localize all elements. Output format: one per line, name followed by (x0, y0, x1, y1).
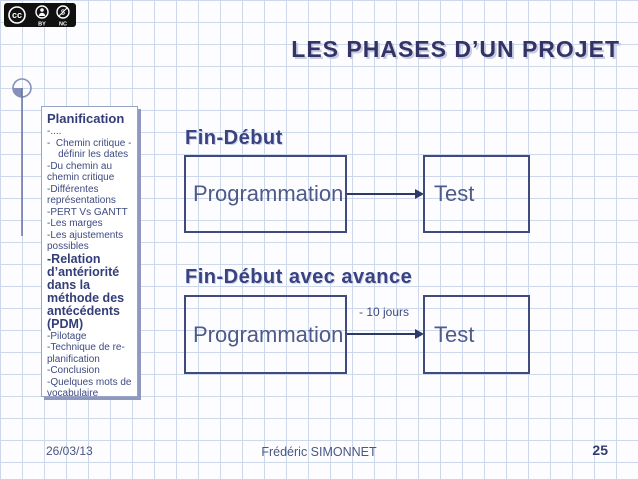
diagram-heading-fin-debut-avec-avance: Fin-Début avec avance (185, 266, 413, 288)
sidebar-item: -Les ajustements possibles (47, 229, 124, 253)
task-box-test: Test (423, 155, 530, 233)
task-box-programmation: Programmation (184, 155, 347, 233)
sidebar-item: -Pilotage (47, 330, 87, 342)
sidebar-title: Planification (47, 111, 125, 126)
svg-text:NC: NC (59, 22, 67, 28)
task-box-label: Programmation (193, 321, 344, 347)
sidebar-item: -Du chemin au chemin critique (47, 160, 115, 184)
task-box-label: Test (434, 321, 475, 347)
footer-date: 26/03/13 (46, 444, 93, 458)
svg-text:BY: BY (38, 22, 46, 28)
sidebar-item: -PERT Vs GANTT (47, 206, 128, 218)
task-box-label: Test (434, 181, 475, 206)
arrow-label-delay: - 10 jours (358, 305, 410, 319)
sidebar-item: -Conclusion (47, 365, 100, 376)
svg-text:cc: cc (12, 10, 22, 20)
license-badge: cc BY $ NC (4, 3, 76, 32)
sidebar-item: - Chemin critique - définir les dates (47, 137, 132, 161)
dependency-arrow (347, 189, 424, 199)
footer-author: Frédéric SIMONNET (261, 445, 377, 459)
sidebar-item: -Quelques mots de vocabulaire (47, 376, 132, 397)
sidebar-panel: Planification -.... - Chemin critique - … (41, 106, 138, 397)
sidebar-item: -Technique de re- planification (47, 342, 125, 365)
nc-icon: $ NC (56, 5, 70, 28)
slide-title: LES PHASES D’UN PROJET (291, 36, 620, 62)
page-number: 25 (592, 442, 608, 458)
diagram-heading-fin-debut: Fin-Début (185, 127, 283, 149)
task-box-test: Test (423, 295, 530, 374)
dependency-arrow (347, 329, 424, 339)
cc-icon: cc (8, 6, 26, 24)
sidebar-item: -.... (47, 126, 62, 137)
task-box-label: Programmation (193, 181, 344, 206)
sidebar-item: -Différentes représentations (47, 183, 116, 207)
margin-line (21, 88, 23, 236)
sidebar-item: -Les marges (47, 218, 103, 229)
by-person-icon: BY (35, 5, 49, 28)
sidebar-item-highlighted: -Relation d’antériorité dans la méthode … (47, 251, 125, 331)
task-box-programmation: Programmation (184, 295, 347, 374)
